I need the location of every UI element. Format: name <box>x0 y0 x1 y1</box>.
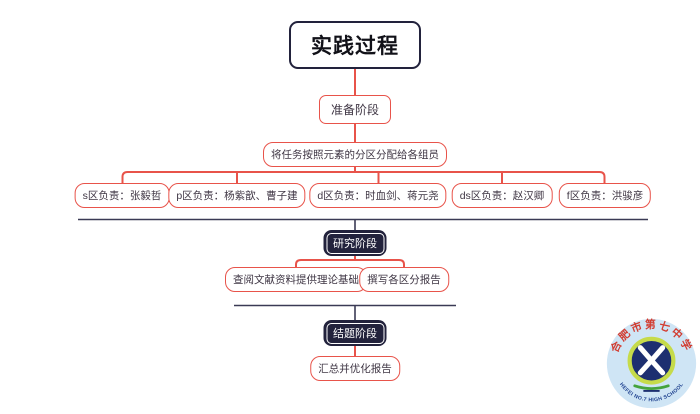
zone-node-s: s区负责：张毅哲 <box>74 183 170 208</box>
zone-node-p: p区负责：杨紫歆、曹子建 <box>168 183 306 208</box>
root-node: 实践过程 <box>289 21 421 69</box>
red-connectors <box>121 64 606 356</box>
stage-node-preparation: 准备阶段 <box>318 95 392 124</box>
literature-review-node: 查阅文献资料提供理论基础 <box>225 267 367 292</box>
bird-stroke-2 <box>637 345 666 376</box>
logo-swoosh <box>633 384 670 391</box>
school-logo: 合肥市第七中学 HEFEI NO.7 HIGH SCHOOL <box>605 317 698 410</box>
navy-connectors <box>78 218 648 320</box>
task-assignment-node: 将任务按照元素的分区分配给各组员 <box>263 142 447 167</box>
stage-node-conclusion-label: 结题阶段 <box>326 322 384 344</box>
stage-node-research: 研究阶段 <box>323 230 387 256</box>
connector-stage2-bracket <box>295 259 405 267</box>
zone-node-f: f区负责：洪骏彦 <box>558 183 652 208</box>
zone-report-node: 撰写各区分报告 <box>359 267 449 292</box>
stage-node-research-label: 研究阶段 <box>326 232 384 254</box>
final-report-node: 汇总并优化报告 <box>310 356 400 381</box>
stage-node-conclusion: 结题阶段 <box>323 320 387 346</box>
connector-task-bracket <box>121 171 606 183</box>
bird-icon <box>637 345 666 376</box>
zone-node-ds: ds区负责：赵汉卿 <box>451 183 553 208</box>
zone-node-d: d区负责：时血剑、蒋元尧 <box>309 183 447 208</box>
